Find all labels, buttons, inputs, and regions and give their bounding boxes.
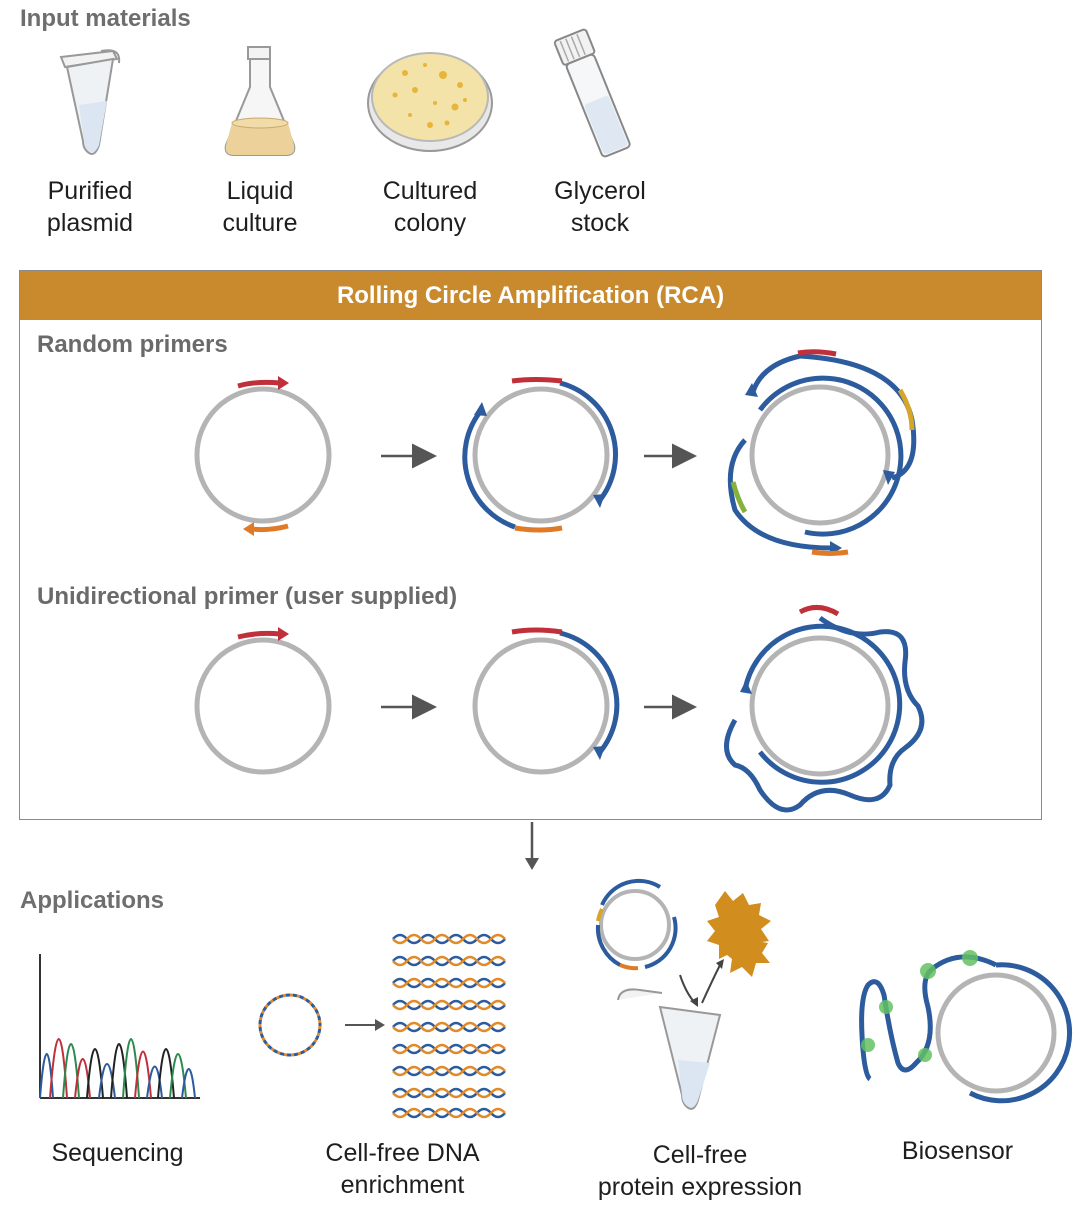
input-label-plasmid: Purified plasmid	[46, 177, 134, 237]
new-strand	[462, 410, 516, 530]
random-primers-title: Random primers	[37, 331, 228, 358]
rca-header: Rolling Circle Amplification (RCA)	[20, 271, 1041, 320]
down-arrow	[525, 822, 539, 870]
wavy-strand	[724, 615, 925, 813]
dna-helix-icon	[258, 933, 506, 1119]
template-circle	[194, 386, 332, 524]
displaced-strand	[727, 438, 833, 551]
new-strand	[559, 630, 620, 754]
template-circle	[472, 386, 610, 524]
chromatogram-icon	[39, 954, 200, 1099]
input-materials-title: Input materials	[20, 5, 191, 32]
unidirectional-primer-title: Unidirectional primer (user supplied)	[37, 583, 458, 610]
new-strand	[742, 623, 903, 785]
biosensor-icon	[859, 950, 1072, 1104]
flask-icon	[224, 46, 296, 156]
petri-dish-icon	[367, 52, 493, 152]
primer-orange	[251, 523, 289, 533]
new-strand	[757, 375, 904, 537]
applications-title: Applications	[20, 887, 165, 914]
input-label-liquid-culture: Liquid culture	[222, 177, 298, 237]
primer-red	[237, 379, 281, 389]
input-label-glycerol: Glycerol stock	[554, 177, 646, 237]
microtube-icon	[59, 49, 121, 155]
app-label-sequencing: Sequencing	[51, 1139, 184, 1167]
template-circle	[749, 635, 891, 777]
new-strand	[559, 380, 619, 502]
template-circle	[472, 637, 610, 775]
template-circle	[194, 637, 332, 775]
app-label-protein-expression: Cell-free protein expression	[597, 1141, 803, 1201]
rca-panel: Rolling Circle Amplification (RCA) Rando…	[19, 270, 1042, 820]
app-label-dna-enrichment: Cell-free DNA enrichment	[325, 1139, 480, 1199]
cryovial-icon	[553, 28, 631, 158]
template-circle	[749, 384, 891, 526]
input-label-colony: Cultured colony	[382, 177, 478, 237]
protein-expression-icon	[595, 878, 771, 1110]
app-label-biosensor: Biosensor	[901, 1137, 1014, 1165]
